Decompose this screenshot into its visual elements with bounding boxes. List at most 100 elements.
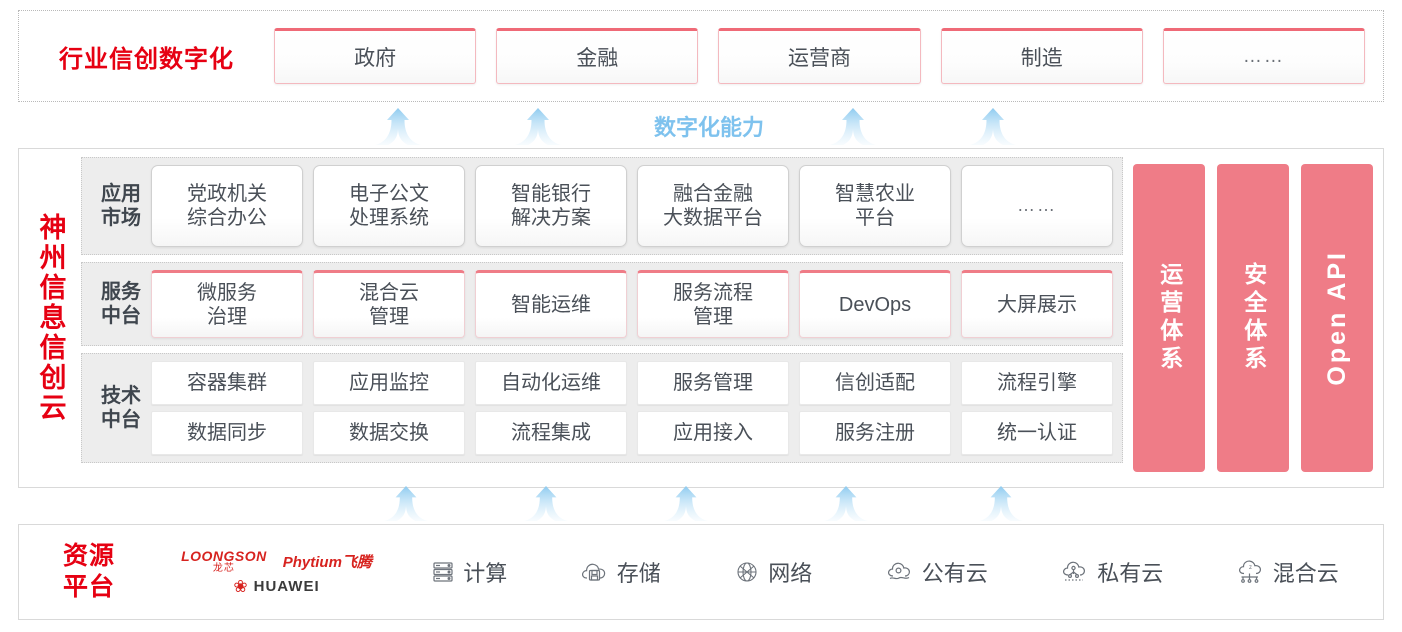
capability-label: 数字化能力 bbox=[654, 115, 765, 140]
layer-label-line1: 应用 bbox=[101, 183, 141, 205]
capability-strip: 数字化能力 bbox=[18, 104, 1384, 146]
cloud-storage-icon bbox=[580, 559, 610, 585]
up-arrow-icon bbox=[823, 486, 869, 524]
industry-band: 行业信创数字化 政府 金融 运营商 制造 …… bbox=[18, 10, 1384, 102]
resource-item-list: 计算 存储 bbox=[394, 556, 1383, 588]
tech-cell-app-access[interactable]: 应用接入 bbox=[637, 411, 789, 455]
app-cell-smart-agriculture-platform[interactable]: 智慧农业平台 bbox=[799, 165, 951, 247]
resource-item-hybrid-cloud[interactable]: z 混合云 bbox=[1236, 556, 1339, 588]
service-platform-cells: 微服务治理 混合云管理 智能运维 服务流程管理 DevOps 大屏展示 bbox=[151, 270, 1113, 338]
tech-cell-process-integration[interactable]: 流程集成 bbox=[475, 411, 627, 455]
phytium-logo: Phytium飞腾 bbox=[282, 554, 372, 571]
layer-label-line1: 技术 bbox=[101, 385, 141, 407]
resource-platform-frame: 资源 平台 LOONGSON 龙芯 Phytium飞腾 ❀ HUAWEI bbox=[18, 524, 1384, 620]
industry-box-finance[interactable]: 金融 bbox=[496, 28, 699, 84]
technical-platform-cells: 容器集群 应用监控 自动化运维 服务管理 信创适配 流程引擎 数据同步 数据交换… bbox=[151, 361, 1113, 455]
pillar-operations-system[interactable]: 运营体系 bbox=[1133, 164, 1205, 472]
huawei-flower-icon: ❀ bbox=[233, 577, 248, 596]
tech-cell-unified-auth[interactable]: 统一认证 bbox=[961, 411, 1113, 455]
tech-cell-data-sync[interactable]: 数据同步 bbox=[151, 411, 303, 455]
resource-item-public-cloud-label: 公有云 bbox=[921, 561, 988, 586]
resource-arrow-strip bbox=[18, 486, 1384, 524]
pillar-security-system[interactable]: 安全体系 bbox=[1217, 164, 1289, 472]
layer-label-application-market: 应用 市场 bbox=[91, 182, 151, 230]
layer-label-line2: 中台 bbox=[101, 409, 141, 431]
tech-cell-app-monitoring[interactable]: 应用监控 bbox=[313, 361, 465, 405]
cloud-body: 应用 市场 党政机关综合办公 电子公文处理系统 智能银行解决方案 融合金融大数据… bbox=[81, 149, 1383, 487]
tech-cell-data-exchange[interactable]: 数据交换 bbox=[313, 411, 465, 455]
svc-cell-service-process-management[interactable]: 服务流程管理 bbox=[637, 270, 789, 338]
technical-platform-row-1: 容器集群 应用监控 自动化运维 服务管理 信创适配 流程引擎 bbox=[151, 361, 1113, 405]
private-cloud-icon bbox=[1060, 559, 1090, 585]
resource-item-private-cloud[interactable]: 私有云 bbox=[1060, 556, 1163, 588]
svc-cell-large-screen-display[interactable]: 大屏展示 bbox=[961, 270, 1113, 338]
resource-item-storage-label: 存储 bbox=[616, 561, 661, 586]
app-cell-smart-bank-solution[interactable]: 智能银行解决方案 bbox=[475, 165, 627, 247]
vendor-logo-row-2: ❀ HUAWEI bbox=[233, 578, 319, 595]
application-market-cells: 党政机关综合办公 电子公文处理系统 智能银行解决方案 融合金融大数据平台 智慧农… bbox=[151, 165, 1113, 247]
resource-item-private-cloud-label: 私有云 bbox=[1097, 561, 1164, 586]
resource-platform-title: 资源 平台 bbox=[19, 541, 159, 604]
up-arrow-icon bbox=[978, 486, 1024, 524]
cloud-platform-frame: 神州信息信创云 应用 市场 党政机关综合办公 电子公文处理系统 智能银行解决方案… bbox=[18, 148, 1384, 488]
svc-cell-hybrid-cloud-management[interactable]: 混合云管理 bbox=[313, 270, 465, 338]
tech-cell-service-registry[interactable]: 服务注册 bbox=[799, 411, 951, 455]
huawei-logo: ❀ HUAWEI bbox=[233, 578, 319, 595]
cloud-layer-list: 应用 市场 党政机关综合办公 电子公文处理系统 智能银行解决方案 融合金融大数据… bbox=[81, 157, 1123, 479]
tech-cell-xinchuang-adaptation[interactable]: 信创适配 bbox=[799, 361, 951, 405]
resource-platform-title-line2: 平台 bbox=[62, 573, 115, 601]
layer-label-technical-middle-platform: 技术 中台 bbox=[91, 384, 151, 432]
industry-band-title: 行业信创数字化 bbox=[59, 45, 234, 73]
loongson-logo-cn: 龙芯 bbox=[212, 563, 235, 574]
industry-box-government[interactable]: 政府 bbox=[274, 28, 477, 84]
pillar-open-api[interactable]: Open API bbox=[1301, 164, 1373, 472]
up-arrow-icon bbox=[663, 486, 709, 524]
svc-cell-microservice-governance[interactable]: 微服务治理 bbox=[151, 270, 303, 338]
pillar-list: 运营体系 安全体系 Open API bbox=[1123, 157, 1373, 479]
app-cell-edoc-system[interactable]: 电子公文处理系统 bbox=[313, 165, 465, 247]
layer-label-line2: 市场 bbox=[101, 207, 141, 229]
resource-item-network-label: 网络 bbox=[768, 561, 813, 586]
resource-item-network[interactable]: 网络 bbox=[733, 556, 812, 588]
hybrid-cloud-icon: z bbox=[1236, 559, 1266, 585]
technical-platform-row-2: 数据同步 数据交换 流程集成 应用接入 服务注册 统一认证 bbox=[151, 411, 1113, 455]
resource-platform-title-line1: 资源 bbox=[62, 541, 115, 570]
resource-item-storage[interactable]: 存储 bbox=[580, 556, 661, 588]
layer-service-middle-platform: 服务 中台 微服务治理 混合云管理 智能运维 服务流程管理 DevOps 大屏展… bbox=[81, 262, 1123, 346]
public-cloud-icon bbox=[885, 559, 915, 585]
layer-application-market: 应用 市场 党政机关综合办公 电子公文处理系统 智能银行解决方案 融合金融大数据… bbox=[81, 157, 1123, 255]
pillar-open-api-label: Open API bbox=[1323, 250, 1351, 386]
industry-box-more[interactable]: …… bbox=[1162, 28, 1366, 84]
vendor-logo-row-1: LOONGSON 龙芯 Phytium飞腾 bbox=[181, 549, 372, 574]
up-arrow-icon bbox=[383, 486, 429, 524]
svc-cell-devops[interactable]: DevOps bbox=[799, 270, 951, 338]
up-arrow-icon bbox=[375, 108, 421, 146]
vendor-logo-list: LOONGSON 龙芯 Phytium飞腾 ❀ HUAWEI bbox=[159, 549, 394, 595]
app-cell-more[interactable]: …… bbox=[961, 165, 1113, 247]
pillar-operations-system-label: 运营体系 bbox=[1156, 262, 1183, 374]
resource-item-compute[interactable]: 计算 bbox=[430, 556, 507, 588]
layer-label-line2: 中台 bbox=[101, 305, 141, 327]
resource-item-public-cloud[interactable]: 公有云 bbox=[885, 556, 988, 588]
cloud-side-title: 神州信息信创云 bbox=[19, 149, 81, 487]
server-icon bbox=[430, 559, 456, 585]
pillar-security-system-label: 安全体系 bbox=[1240, 262, 1267, 374]
industry-box-operator[interactable]: 运营商 bbox=[718, 28, 921, 84]
tech-cell-process-engine[interactable]: 流程引擎 bbox=[961, 361, 1113, 405]
huawei-logo-text: HUAWEI bbox=[253, 578, 320, 595]
tech-cell-service-management[interactable]: 服务管理 bbox=[637, 361, 789, 405]
resource-item-hybrid-cloud-label: 混合云 bbox=[1272, 561, 1339, 586]
loongson-logo-en: LOONGSON bbox=[181, 548, 267, 564]
industry-box-manufacturing[interactable]: 制造 bbox=[940, 28, 1143, 84]
app-cell-fintech-bigdata-platform[interactable]: 融合金融大数据平台 bbox=[637, 165, 789, 247]
tech-cell-container-cluster[interactable]: 容器集群 bbox=[151, 361, 303, 405]
layer-technical-middle-platform: 技术 中台 容器集群 应用监控 自动化运维 服务管理 信创适配 流程引擎 bbox=[81, 353, 1123, 463]
up-arrow-icon bbox=[515, 108, 561, 146]
app-cell-party-gov-office[interactable]: 党政机关综合办公 bbox=[151, 165, 303, 247]
layer-label-line1: 服务 bbox=[101, 281, 141, 303]
svc-cell-intelligent-ops[interactable]: 智能运维 bbox=[475, 270, 627, 338]
up-arrow-icon bbox=[523, 486, 569, 524]
up-arrow-icon bbox=[830, 108, 876, 146]
tech-cell-automated-ops[interactable]: 自动化运维 bbox=[475, 361, 627, 405]
